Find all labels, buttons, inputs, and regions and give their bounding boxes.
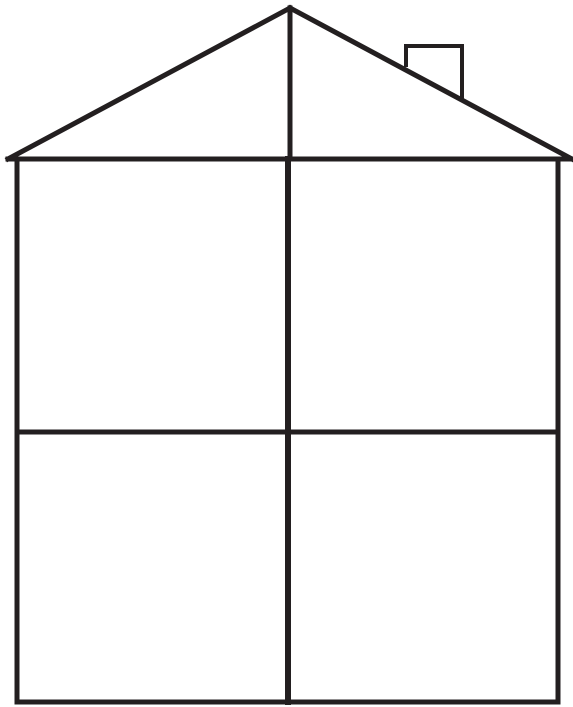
roof-right-slope xyxy=(290,8,572,159)
room-lower-left xyxy=(20,435,285,699)
room-lower-right xyxy=(291,435,555,699)
room-upper-right xyxy=(291,162,555,429)
roof-left-slope xyxy=(8,8,290,159)
room-upper-left xyxy=(20,162,285,429)
chimney xyxy=(406,46,462,97)
